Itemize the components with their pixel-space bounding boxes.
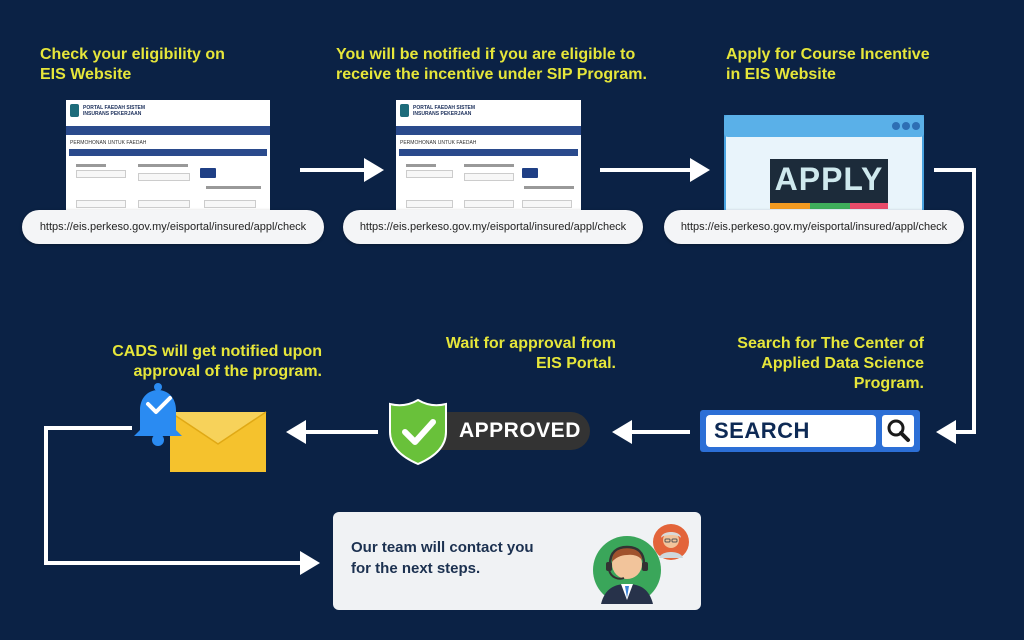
arrow-cads-to-contact	[44, 426, 320, 575]
magnifier-icon	[887, 419, 910, 442]
arrow-apply-to-search	[934, 168, 976, 444]
portal-page-title: PERMOHONAN UNTUK FAEDAH	[400, 140, 477, 146]
portal-page-title: PERMOHONAN UNTUK FAEDAH	[70, 140, 147, 146]
url-pill-notify[interactable]: https://eis.perkeso.gov.my/eisportal/ins…	[343, 210, 643, 244]
apply-browser-illustration	[724, 115, 924, 215]
support-illustration	[593, 524, 689, 604]
contact-text: Our team will contact you for the next s…	[351, 539, 534, 577]
search-bar[interactable]: SEARCH	[700, 410, 920, 452]
apply-button-bg	[770, 159, 888, 203]
contact-card: Our team will contact you for the next s…	[333, 512, 701, 610]
window-dot-icon	[902, 122, 910, 130]
search-label: SEARCH	[714, 418, 810, 443]
shield-check-icon	[389, 398, 447, 466]
cads-notification-illustration	[134, 383, 267, 472]
senior-avatar-icon	[653, 524, 689, 560]
bell-icon	[134, 383, 182, 446]
url-pill-check[interactable]: https://eis.perkeso.gov.my/eisportal/ins…	[22, 210, 324, 244]
step-apply-heading: Apply for Course Incentive in EIS Websit…	[726, 46, 930, 83]
approved-pill	[422, 412, 590, 450]
approved-label: APPROVED	[459, 419, 581, 442]
step-wait-heading: Wait for approval from EIS Portal.	[445, 335, 616, 372]
search-button[interactable]	[882, 415, 914, 447]
step-search-heading: Search for The Center of Applied Data Sc…	[737, 335, 924, 392]
window-dot-icon	[892, 122, 900, 130]
portal-logo-icon	[70, 104, 79, 117]
step-check-heading: Check your eligibility on EIS Website	[40, 46, 225, 83]
approved-badge	[389, 398, 590, 466]
step-cads-heading: CADS will get notified upon approval of …	[112, 343, 322, 380]
step-notify-heading: You will be notified if you are eligible…	[336, 46, 647, 83]
portal-logo-icon	[400, 104, 409, 117]
apply-button-label: APPLY	[774, 161, 884, 197]
window-dot-icon	[912, 122, 920, 130]
url-pill-apply[interactable]: https://eis.perkeso.gov.my/eisportal/ins…	[664, 210, 964, 244]
search-input[interactable]: SEARCH	[706, 415, 876, 447]
envelope-icon	[169, 411, 267, 472]
support-agent-icon	[593, 536, 661, 604]
